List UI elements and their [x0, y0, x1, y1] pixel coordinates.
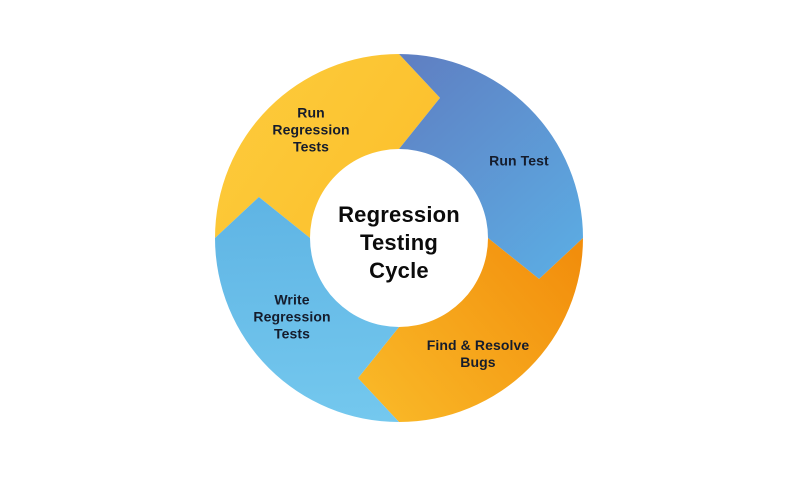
label-run-test: Run Test	[489, 152, 549, 169]
segment-arrow-write-regression-tests	[215, 197, 399, 422]
label-run-regression-tests: Run Regression Tests	[272, 104, 350, 155]
segment-arrow-run-test	[399, 54, 583, 279]
segment-arrow-run-regression-tests	[215, 54, 440, 238]
segment-arrow-find-resolve-bugs	[358, 238, 583, 422]
label-find-resolve-bugs: Find & Resolve Bugs	[426, 337, 530, 370]
diagram-title: Regression Testing Cycle	[338, 202, 460, 283]
label-write-regression-tests: Write Regression Tests	[253, 291, 331, 342]
